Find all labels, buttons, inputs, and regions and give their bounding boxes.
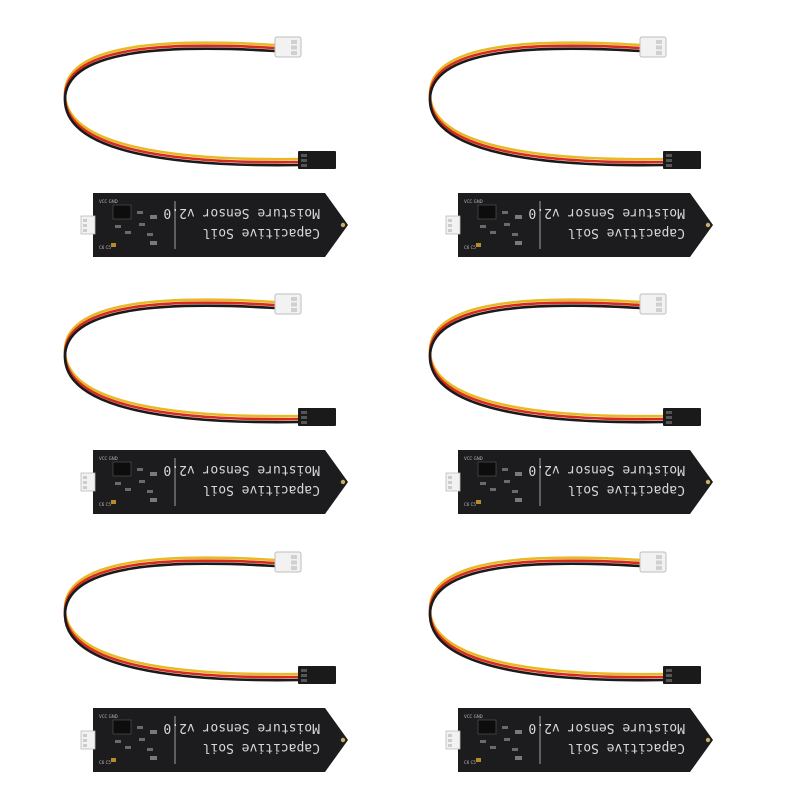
board-text-line1: Capacitive Soil xyxy=(203,740,320,755)
cable-red xyxy=(428,44,667,164)
board-text-line2: Moisture Sensor v2.0 xyxy=(163,720,320,735)
cable-black xyxy=(428,47,667,167)
svg-text:VCC GND: VCC GND xyxy=(464,714,483,719)
jst-connector xyxy=(639,551,667,573)
jst-connector xyxy=(639,293,667,315)
dupont-connector xyxy=(663,408,701,426)
sensor-kit: VCC GND C6 C5 Capacitive Soil Moisture S… xyxy=(55,35,355,285)
dupont-connector xyxy=(298,666,336,684)
sensor-board: VCC GND C6 C5 xyxy=(80,708,348,772)
svg-text:VCC GND: VCC GND xyxy=(99,199,118,204)
sensor-kit-svg: VCC GND C6 C5 Capacitive Soil Moisture S… xyxy=(63,551,348,772)
board-text-line1: Capacitive Soil xyxy=(568,482,685,497)
svg-text:VCC GND: VCC GND xyxy=(99,456,118,461)
jst-connector xyxy=(274,36,302,58)
sensor-board: VCC GND C6 C5 xyxy=(445,193,713,257)
sensor-kit: VCC GND C6 C5 Capacitive Soil Moisture S… xyxy=(55,550,355,800)
sensor-kit: VCC GND C6 C5 Capacitive Soil Moisture S… xyxy=(420,550,720,800)
sensor-kit: VCC GND C6 C5 Capacitive Soil Moisture S… xyxy=(420,35,720,285)
cable-red xyxy=(63,559,302,679)
sensor-kit: VCC GND C6 C5 Capacitive Soil Moisture S… xyxy=(420,292,720,542)
dupont-connector xyxy=(298,408,336,426)
jst-connector xyxy=(639,36,667,58)
svg-text:C6 C5: C6 C5 xyxy=(99,502,111,507)
cable-black xyxy=(428,562,667,682)
cable-red xyxy=(63,301,302,421)
board-text-line1: Capacitive Soil xyxy=(568,740,685,755)
sensor-board: VCC GND C6 C5 xyxy=(445,708,713,772)
board-text-line2: Moisture Sensor v2.0 xyxy=(528,205,685,220)
dupont-connector xyxy=(298,151,336,169)
cable-black xyxy=(63,304,302,424)
svg-text:C6 C5: C6 C5 xyxy=(464,245,476,250)
board-text-line1: Capacitive Soil xyxy=(203,482,320,497)
svg-text:C6 C5: C6 C5 xyxy=(464,760,476,765)
sensor-kit: VCC GND C6 C5 Capacitive Soil Moisture S… xyxy=(55,292,355,542)
svg-text:C6 C5: C6 C5 xyxy=(99,760,111,765)
dupont-connector xyxy=(663,151,701,169)
svg-text:VCC GND: VCC GND xyxy=(464,456,483,461)
sensor-kit-svg: VCC GND C6 C5 Capacitive Soil Moisture S… xyxy=(428,36,713,257)
cable-black xyxy=(63,562,302,682)
board-text-line2: Moisture Sensor v2.0 xyxy=(528,720,685,735)
board-text-line2: Moisture Sensor v2.0 xyxy=(163,462,320,477)
sensor-board: VCC GND C6 C5 xyxy=(80,193,348,257)
dupont-connector xyxy=(663,666,701,684)
cable-black xyxy=(63,47,302,167)
svg-text:VCC GND: VCC GND xyxy=(464,199,483,204)
jst-connector xyxy=(274,551,302,573)
svg-text:C6 C5: C6 C5 xyxy=(464,502,476,507)
sensor-kit-svg: VCC GND C6 C5 Capacitive Soil Moisture S… xyxy=(428,551,713,772)
cable-red xyxy=(63,44,302,164)
board-text-line1: Capacitive Soil xyxy=(203,225,320,240)
cable-black xyxy=(428,304,667,424)
cable-red xyxy=(428,559,667,679)
board-text-line2: Moisture Sensor v2.0 xyxy=(528,462,685,477)
jst-connector xyxy=(274,293,302,315)
sensor-kit-svg: VCC GND C6 C5 Capacitive Soil Moisture S… xyxy=(428,293,713,514)
sensor-board: VCC GND C6 C5 xyxy=(80,450,348,514)
sensor-kit-svg: VCC GND C6 C5 Capacitive Soil Moisture S… xyxy=(63,36,348,257)
board-text-line2: Moisture Sensor v2.0 xyxy=(163,205,320,220)
sensor-board: VCC GND C6 C5 xyxy=(445,450,713,514)
svg-text:VCC GND: VCC GND xyxy=(99,714,118,719)
sensor-kit-svg: VCC GND C6 C5 Capacitive Soil Moisture S… xyxy=(63,293,348,514)
board-text-line1: Capacitive Soil xyxy=(568,225,685,240)
svg-text:C6 C5: C6 C5 xyxy=(99,245,111,250)
cable-red xyxy=(428,301,667,421)
